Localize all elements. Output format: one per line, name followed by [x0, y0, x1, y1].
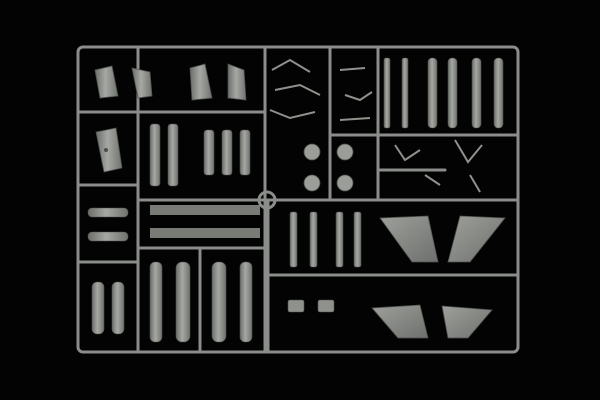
- intake-parts: [94, 63, 247, 101]
- center-pylons: [289, 211, 362, 268]
- small-parts-top: [269, 58, 373, 121]
- small-parts-bottom: [287, 299, 335, 313]
- cockpit-tub: [95, 127, 123, 173]
- fuel-tanks: [91, 261, 253, 343]
- missile-racks: [149, 123, 251, 187]
- tail-fins: [371, 215, 506, 339]
- small-bits-row: [150, 205, 260, 238]
- pylon-rods: [383, 57, 504, 129]
- wheels: [303, 143, 354, 192]
- sprue-hub: [257, 190, 277, 210]
- gear-struts: [394, 139, 483, 193]
- missiles-left: [87, 207, 129, 242]
